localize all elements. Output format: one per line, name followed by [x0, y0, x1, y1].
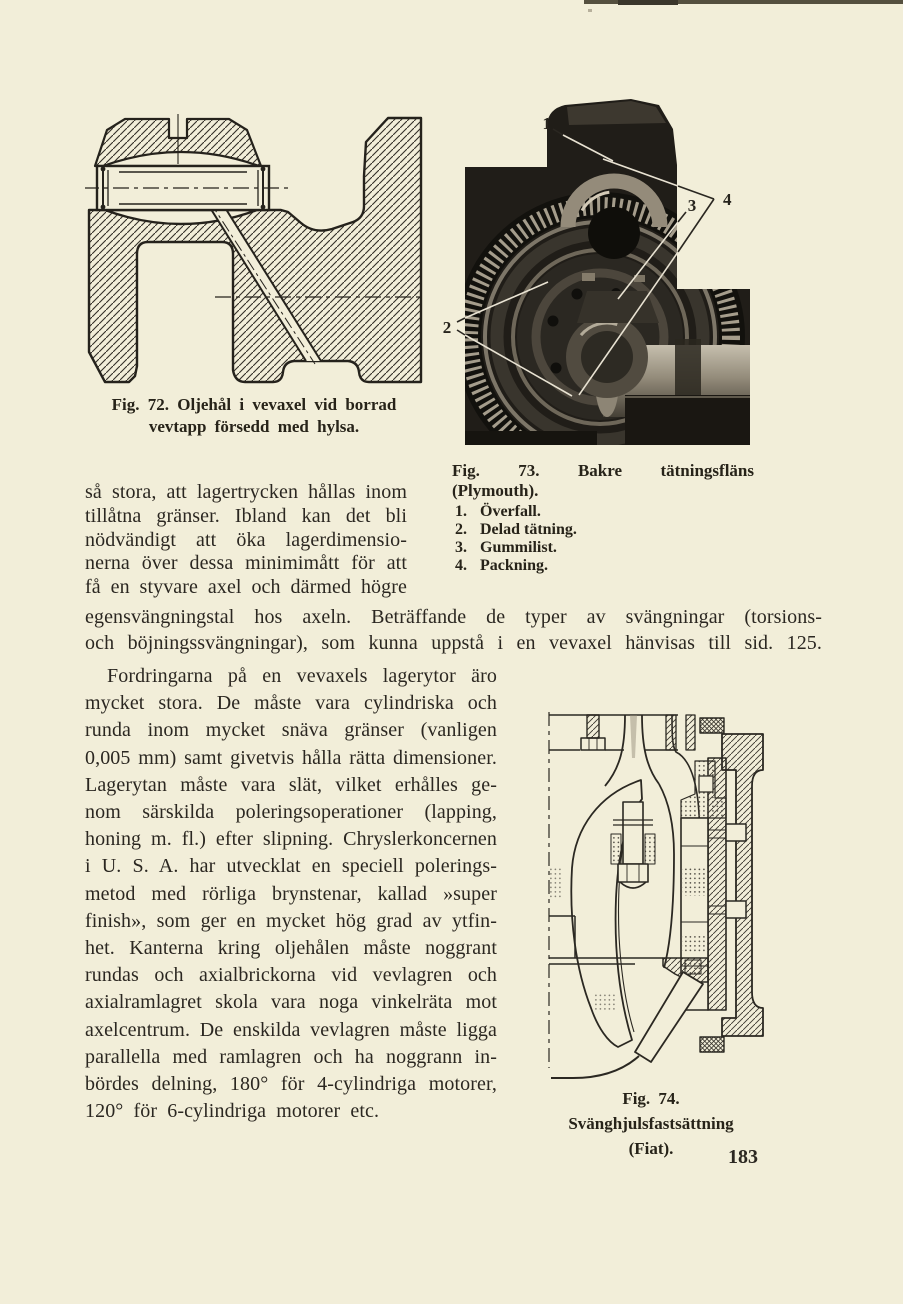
text-line: nödvändigt att öka lagerdimensio- [85, 528, 407, 551]
text-line: och böjningssvängningar), som kunna upps… [85, 632, 822, 654]
text-line: runda inom mycket snäva gränser (vanlige… [85, 719, 497, 742]
fig72-caption: Fig. 72. Oljehål i vevaxel vid borrad ve… [85, 394, 423, 438]
clutch-lever [551, 971, 704, 1079]
text-line: egensvängningstal hos axeln. Beträffande… [85, 606, 822, 628]
text-line: parallella med ramlagren och ha noggrann… [85, 1045, 497, 1068]
seal-flange [560, 101, 668, 323]
fig73-caption: Fig. 73. Bakre tätningsfläns (Plymouth). [452, 461, 754, 500]
fig74-drawing [548, 712, 764, 1079]
crankcase-wall [549, 714, 678, 751]
callout-4: 4 [723, 190, 732, 209]
flywheel-bolts [708, 823, 747, 919]
text-line: honing m. fl.) efter slipning. Chryslerk… [85, 828, 497, 851]
text-line: het. Kanterna kring oljehålen måste nogg… [85, 937, 497, 960]
fig72-caption-line1: Fig. 72. Oljehål i vevaxel vid borrad [111, 395, 397, 414]
text-line: finish», som ger en mycket hög grad av y… [85, 909, 497, 932]
text-line: i U. S. A. har utvecklat en speciell pol… [85, 855, 497, 878]
text-line: mycket stora. De måste vara cylindriska … [85, 692, 497, 715]
oil-channel-centerline [209, 201, 316, 365]
callout-1: 1 [543, 114, 552, 133]
page-number: 183 [728, 1146, 758, 1168]
text-line: Lagerytan måste vara slät, vilket erhåll… [85, 773, 497, 796]
text-line: 120° för 6-cylindriga motorer etc. [85, 1100, 380, 1123]
text-line: nerna över dessa minimimått för att [85, 552, 407, 575]
knurled-plug-top [699, 717, 725, 734]
text-line: 0,005 mm) samt givetvis hålla rätta dime… [85, 746, 497, 769]
fig72-caption-line2: vevtapp försedd med hylsa. [148, 417, 360, 436]
stud-bolt [580, 714, 606, 751]
text-line: metod med rörliga brynstenar, kallad »su… [85, 882, 497, 905]
connecting-rod [604, 714, 675, 969]
paragraph-2: Fordringarna på en vevaxels lagerytor är… [85, 663, 497, 1125]
text-line: nom särskilda poleringsoperationer (lapp… [85, 801, 497, 824]
knurled-plug-bottom [699, 1036, 725, 1053]
scan-speck [588, 9, 592, 12]
text-line: rundas och axialbrickorna vid vevlagren … [85, 964, 497, 987]
callout-2: 2 [443, 318, 452, 337]
flange-housing [721, 733, 764, 1037]
fig72-drawing [85, 114, 423, 384]
scan-edge-artifact-dark [618, 0, 678, 5]
scan-edge-artifact [584, 0, 903, 4]
callout-3: 3 [688, 196, 697, 215]
text-line: axelcentrum. De enskilda vevlagren måste… [85, 1018, 497, 1041]
text-line: få en styvare axel och därmed högre [85, 576, 407, 599]
clamp-bolt [610, 801, 656, 889]
crankcase-bottom [549, 915, 663, 965]
legend-item: 3.Gummilist. [455, 539, 557, 556]
paragraph-1: så stora, att lagertrycken hållas inom t… [85, 481, 407, 600]
fig74-caption: Fig. 74. Svänghjulsfastsättning (Fiat). [538, 1086, 764, 1161]
fig73-legend: 1.Överfall. 2.Delad tätning. 3.Gummilist… [455, 503, 755, 575]
text-line: tillåtna gränser. Ibland kan det bli [85, 504, 407, 527]
text-line: axialramlagret skola vara noga vinkelrät… [85, 991, 497, 1014]
ring-gear-teeth [465, 197, 740, 445]
engine-block [625, 395, 750, 445]
legend-item: 4.Packning. [455, 557, 549, 574]
paragraph-wide: egensvängningstal hos axeln. Beträffande… [85, 604, 822, 656]
text-line: bördes delning, 180° för 4-cylindriga mo… [85, 1073, 497, 1096]
fig74-caption-line1: Fig. 74. Svänghjulsfastsättning [568, 1089, 734, 1133]
fig73-photo: 1 2 3 4 [443, 99, 750, 445]
text-line: så stora, att lagertrycken hållas inom [85, 481, 407, 503]
fig74-caption-line2: (Fiat). [628, 1139, 674, 1158]
callout-leader-lines-inner [464, 134, 679, 397]
legend-item: 1.Överfall. [455, 503, 541, 520]
crank-web-section [87, 116, 423, 384]
legend-item: 2.Delad tätning. [455, 521, 577, 538]
callout-leader-lines [456, 128, 715, 336]
text-line: Fordringarna på en vevaxels lagerytor är… [107, 665, 497, 687]
